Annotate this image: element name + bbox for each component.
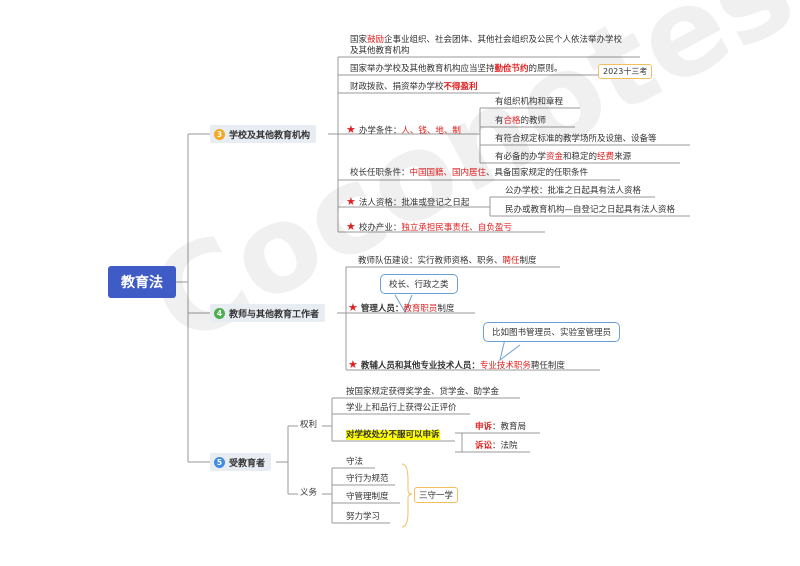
node-principal[interactable]: 校长任职条件：中国国籍、国内居住、具备国家规定的任职条件 (350, 168, 589, 178)
condition-teacher[interactable]: 有合格的教师 (495, 116, 547, 126)
node-school-industry[interactable]: ★校办产业：独立承担民事责任、自负盈亏 (346, 220, 512, 233)
star-icon: ★ (346, 220, 356, 233)
node-nonprofit[interactable]: 财政拨款、捐资举办学校不得盈利 (350, 82, 478, 92)
node-legal-person[interactable]: ★法人资格：批准或登记之日起 (346, 195, 470, 208)
duty-3[interactable]: 守管理制度 (346, 492, 389, 502)
root-node[interactable]: 教育法 (108, 266, 176, 298)
star-icon: ★ (348, 358, 358, 371)
node-rights[interactable]: 权利 (300, 420, 318, 430)
condition-funds[interactable]: 有必备的办学资金和稳定的经费来源 (495, 152, 632, 162)
duty-1[interactable]: 守法 (346, 457, 364, 467)
duty-2[interactable]: 守行为规范 (346, 474, 389, 484)
node-frugal[interactable]: 国家举办学校及其他教育机构应当坚持勤俭节约的原则。 (350, 64, 563, 74)
branch-teachers-label: 教师与其他教育工作者 (229, 309, 320, 320)
star-icon: ★ (348, 301, 358, 314)
branch-teachers[interactable]: 4 教师与其他教育工作者 (210, 304, 326, 322)
branch-schools-label: 学校及其他教育机构 (229, 130, 311, 141)
star-icon: ★ (346, 195, 356, 208)
node-teacher-team[interactable]: 教师队伍建设：实行教师资格、职务、聘任制度 (358, 256, 537, 266)
legal-public[interactable]: 公办学校：批准之日起具有法人资格 (505, 186, 642, 196)
exam-tag: 2023十三考 (598, 64, 653, 79)
star-icon: ★ (346, 123, 356, 136)
condition-org[interactable]: 有组织机构和章程 (495, 97, 564, 107)
appeal-complaint[interactable]: 申诉：教育局 (475, 422, 527, 432)
node-conditions[interactable]: ★办学条件：人、钱、地、制 (346, 123, 461, 136)
note-bubble-staff: 比如图书管理员、实验室管理员 (483, 322, 621, 342)
number-5-icon: 5 (214, 456, 225, 468)
node-encourage[interactable]: 国家鼓励企事业组织、社会团体、其他社会组织及公民个人依法举办学校 (350, 35, 623, 45)
branch-students[interactable]: 5 受教育者 (210, 453, 272, 471)
condition-facilities[interactable]: 有符合规定标准的教学场所及设施、设备等 (495, 134, 657, 144)
duties-summary: 三守一学 (414, 487, 459, 503)
number-3-icon: 3 (214, 128, 225, 140)
right-appeal[interactable]: 对学校处分不服可以申诉 (346, 430, 440, 440)
legal-private[interactable]: 民办或教育机构—自登记之日起具有法人资格 (505, 205, 676, 215)
right-evaluation[interactable]: 学业上和品行上获得公正评价 (346, 403, 457, 413)
right-scholarship[interactable]: 按国家规定获得奖学金、贷学金、助学金 (346, 387, 500, 397)
node-encourage-cont: 及其他教育机构 (350, 46, 410, 56)
duty-4[interactable]: 努力学习 (346, 512, 381, 522)
note-bubble-principal: 校长、行政之类 (380, 274, 458, 294)
node-auxiliary[interactable]: ★教辅人员和其他专业技术人员：专业技术职务聘任制度 (348, 358, 565, 371)
appeal-lawsuit[interactable]: 诉讼：法院 (475, 441, 518, 451)
node-management[interactable]: ★管理人员：教育职员制度 (348, 301, 455, 314)
branch-students-label: 受教育者 (229, 458, 266, 469)
node-duties[interactable]: 义务 (300, 488, 318, 498)
branch-schools[interactable]: 3 学校及其他教育机构 (210, 125, 317, 143)
number-4-icon: 4 (214, 307, 225, 319)
